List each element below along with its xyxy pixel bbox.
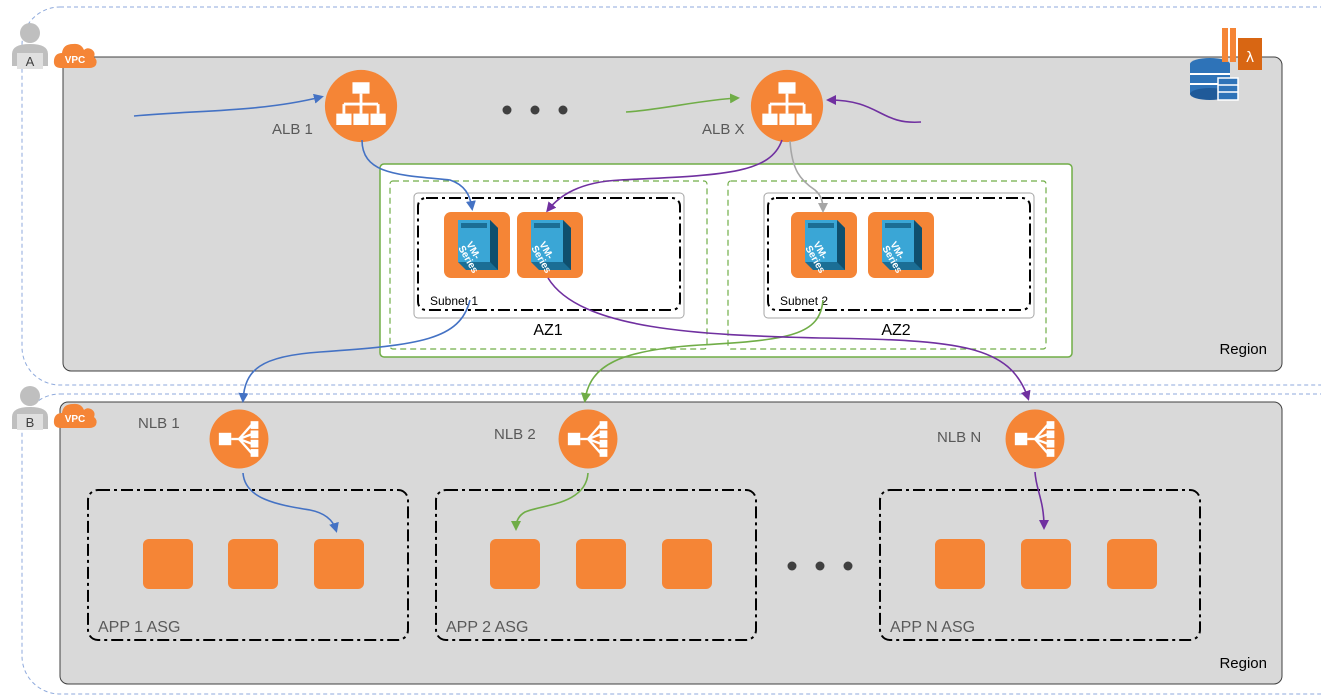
subnet1-label: Subnet 1: [430, 294, 478, 308]
flow-purple-to-fw: [546, 139, 783, 213]
az1-label: AZ1: [533, 322, 562, 339]
subnet2-outer: [763, 192, 1035, 319]
alb1-label: ALB 1: [272, 121, 313, 138]
instance-icon: [228, 539, 278, 589]
account-b-letter: B: [26, 415, 35, 430]
nlb1-icon[interactable]: [208, 408, 270, 470]
dynamodb-icon: [1190, 58, 1239, 101]
traffic-flows: [133, 93, 1049, 533]
asg2-label: APP 2 ASG: [446, 619, 528, 636]
account-a-border: [21, 6, 1321, 386]
instance-icon: [314, 539, 364, 589]
flow-purple-to-appn: [1034, 471, 1049, 530]
nlb1-label: NLB 1: [138, 415, 180, 432]
asg1-label: APP 1 ASG: [98, 619, 180, 636]
instance-icon: [1021, 539, 1071, 589]
alb-ellipsis: [502, 105, 568, 115]
account-b-border: [21, 393, 1321, 695]
subnet2-box: [767, 197, 1031, 311]
subnet1-outer: [413, 192, 685, 319]
az1-box: [389, 180, 708, 350]
instance-icon: [576, 539, 626, 589]
az2-label: AZ2: [881, 322, 910, 339]
albx-label: ALB X: [702, 121, 745, 138]
instance-icon: [1107, 539, 1157, 589]
az2-box: [727, 180, 1047, 350]
flow-blue-to-nlb1: [238, 299, 471, 403]
vm-series-1a[interactable]: VM- Series: [444, 212, 510, 278]
vm-series-2b[interactable]: VM- Series: [868, 212, 934, 278]
account-a-letter: A: [26, 54, 35, 69]
instance-icon: [662, 539, 712, 589]
vpc-b-badge: VPC: [65, 414, 86, 425]
lambda-icon: λ: [1222, 28, 1262, 70]
subnet2-label: Subnet 2: [780, 294, 828, 308]
asg1-box: [87, 489, 409, 641]
flow-purple-ingress: [826, 95, 922, 123]
flow-green-to-nlb2: [581, 299, 824, 403]
asgn-box: [879, 489, 1201, 641]
flow-purple-to-nlbn: [547, 277, 1031, 401]
asg2-instances: [490, 539, 712, 589]
instance-icon: [143, 539, 193, 589]
nlbn-label: NLB N: [937, 429, 981, 446]
albx-icon[interactable]: [749, 68, 825, 144]
instance-icon: [490, 539, 540, 589]
flow-blue-to-app1: [242, 472, 339, 533]
vm-series-1b[interactable]: VM- Series: [517, 212, 583, 278]
vpc-a-badge: VPC: [65, 55, 86, 66]
alb1-icon[interactable]: [323, 68, 399, 144]
flow-blue-to-fw: [361, 139, 476, 211]
account-a-letter-bg: [17, 53, 43, 69]
flow-green-ingress: [625, 93, 740, 113]
asg-ellipsis: [787, 561, 853, 571]
asgn-instances: [935, 539, 1157, 589]
vm-series-2a[interactable]: VM- Series: [791, 212, 857, 278]
subnet1-box: [417, 197, 681, 311]
account-b: B VPC Region NLB 1 NLB 2 NLB N APP 1 ASG…: [12, 386, 1321, 695]
flow-blue-ingress: [133, 93, 324, 117]
account-b-letter-bg: [17, 414, 43, 430]
nlbn-icon[interactable]: [1004, 408, 1066, 470]
asg2-box: [435, 489, 757, 641]
account-a: A VPC Region λ Subnet 1 Subn: [12, 6, 1321, 386]
region-a-label: Region: [1219, 341, 1267, 358]
nlb2-icon[interactable]: [557, 408, 619, 470]
instance-icon: [935, 539, 985, 589]
nlb2-label: NLB 2: [494, 426, 536, 443]
asg1-instances: [143, 539, 364, 589]
flow-green-to-app2: [511, 472, 589, 531]
flow-gray-to-fw: [789, 140, 828, 213]
svg-text:λ: λ: [1246, 50, 1254, 66]
region-b-label: Region: [1219, 655, 1267, 672]
asgn-label: APP N ASG: [890, 619, 975, 636]
